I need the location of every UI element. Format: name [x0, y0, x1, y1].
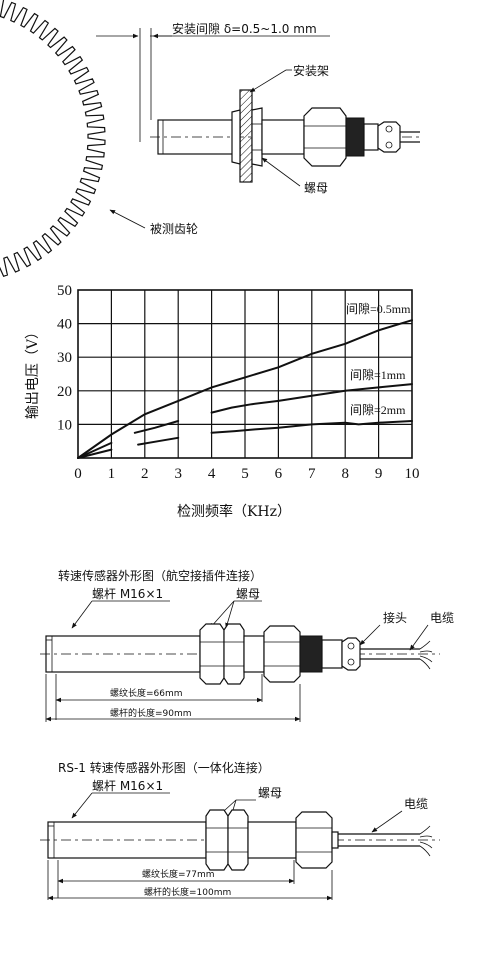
sensor-integrated-nut-label: 螺母 — [258, 786, 282, 800]
y-tick-label: 30 — [57, 350, 72, 366]
series-line-1 — [77, 383, 413, 459]
sensor-integrated-drawing: RS-1 转速传感器外形图（一体化连接） 螺杆 M16×1 螺母 电缆 — [40, 760, 440, 901]
sensor-integrated-total-length: 螺杆的长度=100mm — [144, 886, 231, 898]
y-axis-label: 输出电压（V） — [25, 325, 41, 419]
sensor-connector-drawing: 转速传感器外形图（航空接插件连接） 螺杆 M16×1 螺母 接头 电缆 — [40, 568, 454, 722]
sensor-connector-nut-label: 螺母 — [236, 587, 260, 601]
measured-gear — [0, 0, 106, 278]
series-label-gap-2mm: 间隙=2mm — [350, 403, 406, 417]
y-tick-label: 10 — [57, 417, 72, 433]
sensor-integrated-screw-label: 螺杆 M16×1 — [92, 779, 163, 793]
sensor-integrated-thread-length: 螺纹长度=77mm — [142, 868, 215, 880]
x-axis-label: 检测频率（KHz） — [177, 503, 291, 520]
x-tick-label: 8 — [341, 466, 349, 482]
knurled-connector — [345, 117, 365, 157]
bracket-label: 安装架 — [293, 63, 329, 78]
gear-teeth — [0, 0, 106, 278]
sensor-connector-screw-label: 螺杆 M16×1 — [92, 587, 163, 601]
mounting-bracket — [239, 89, 253, 183]
chart-series — [77, 319, 413, 459]
gap-dimension: 安装间隙 δ=0.5~1.0 mm — [96, 21, 330, 142]
sensor-installed — [150, 89, 420, 183]
hex-body — [303, 107, 347, 167]
sensor-connector-total-length: 螺杆的长度=90mm — [110, 707, 192, 719]
sensor-connector-connector-label: 接头 — [383, 610, 407, 625]
sensor-connector-title: 转速传感器外形图（航空接插件连接） — [58, 568, 262, 583]
nut-label: 螺母 — [304, 181, 328, 195]
x-tick-label: 10 — [405, 466, 420, 482]
y-tick-label: 40 — [57, 317, 72, 333]
series-label-gap-0-5mm: 间隙=0.5mm — [346, 302, 411, 316]
gear-label: 被测齿轮 — [150, 222, 198, 236]
x-tick-label: 7 — [308, 466, 316, 482]
x-tick-label: 9 — [375, 466, 383, 482]
x-tick-label: 2 — [141, 466, 149, 482]
x-tick-label: 4 — [208, 466, 216, 482]
sensor-connector-thread-length: 螺纹长度=66mm — [110, 687, 183, 699]
sensor-connector-cable-label: 电缆 — [430, 611, 454, 625]
output-voltage-chart: 0 1 2 3 4 5 6 7 8 9 10 10 20 30 40 50 间隙=0.5mm 间隙=1mm 间… — [25, 283, 420, 520]
x-tick-label: 5 — [241, 466, 249, 482]
x-tick-label: 0 — [74, 466, 82, 482]
series-line-0 — [77, 319, 413, 459]
x-tick-label: 3 — [174, 466, 182, 482]
x-tick-label: 6 — [275, 466, 283, 482]
series-label-gap-1mm: 间隙=1mm — [350, 368, 406, 382]
x-tick-label: 1 — [108, 466, 116, 482]
installation-diagram: 安装间隙 δ=0.5~1.0 mm — [0, 0, 420, 278]
sensor-integrated-title: RS-1 转速传感器外形图（一体化连接） — [58, 760, 270, 775]
gap-label: 安装间隙 δ=0.5~1.0 mm — [172, 21, 317, 36]
series-line-2 — [77, 420, 413, 459]
y-tick-label: 20 — [57, 384, 72, 400]
y-tick-label: 50 — [57, 283, 72, 299]
sensor-integrated-cable-label: 电缆 — [404, 797, 428, 811]
chart-tick-labels: 0 1 2 3 4 5 6 7 8 9 10 10 20 30 40 50 — [57, 283, 420, 482]
